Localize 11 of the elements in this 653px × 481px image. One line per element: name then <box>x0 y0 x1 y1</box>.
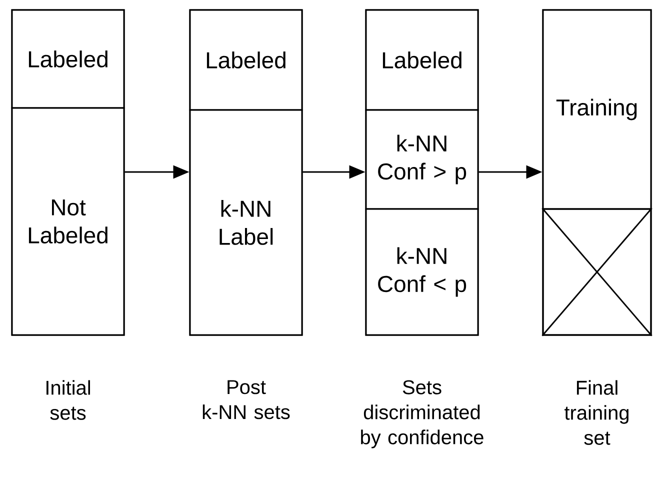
node-label: Initial sets <box>46 380 90 420</box>
set-cell: Labeled <box>365 9 479 111</box>
node-label: Post k-NN sets <box>202 380 290 420</box>
set-cell: Training <box>542 9 652 210</box>
set-cell: Labeled <box>189 9 303 111</box>
node-label: Final training set <box>564 380 628 445</box>
crossed-box <box>542 208 652 336</box>
node-label: Sets discriminated by confidence <box>361 380 484 448</box>
set-cell: k-NN Conf > p <box>365 109 479 210</box>
set-cell: k-NN Conf < p <box>365 208 479 336</box>
set-cell: Labeled <box>11 9 125 109</box>
